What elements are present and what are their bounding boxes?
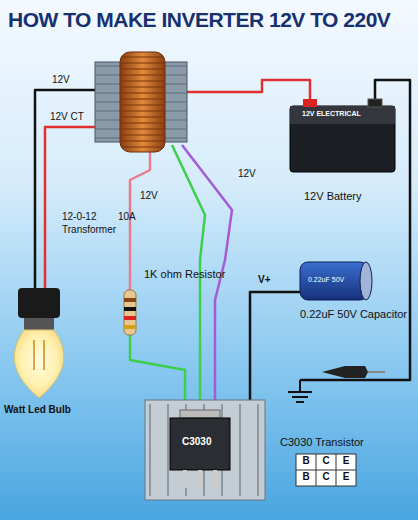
wire xyxy=(35,90,100,290)
battery xyxy=(290,99,395,172)
pin-name: C xyxy=(316,455,336,467)
wire xyxy=(185,80,310,102)
pin-name: C xyxy=(316,471,336,483)
ground-symbol xyxy=(288,380,312,402)
heatsink xyxy=(145,400,265,500)
led-bulb xyxy=(14,288,63,398)
voltage-label: 12V CT xyxy=(50,111,84,123)
resistor-symbol xyxy=(124,290,136,335)
pin-name: E xyxy=(336,471,356,483)
voltage-label: 12V xyxy=(140,190,158,202)
part-name: 0.22uF 50V Capacitor xyxy=(300,308,408,321)
capacitor-marking: 0.22uF 50V xyxy=(308,276,344,284)
part-name: 12V Battery xyxy=(304,190,361,203)
pin-name: E xyxy=(336,455,356,467)
transformer-spec: 12-0-12 xyxy=(62,211,96,223)
voltage-label: 12V xyxy=(52,74,70,86)
transistor-marking: C3030 xyxy=(182,436,211,448)
pin-table xyxy=(296,454,356,486)
part-name: C3030 Transistor xyxy=(280,436,364,449)
pin-name: B xyxy=(296,455,316,467)
capacitor-symbol xyxy=(300,262,372,300)
wire xyxy=(45,127,100,290)
pin-name: B xyxy=(296,471,316,483)
part-name: Transformer xyxy=(62,224,116,236)
battery-marking: 12V ELECTRICAL xyxy=(302,110,361,118)
voltage-label: 12V xyxy=(238,168,256,180)
pin-name: V+ xyxy=(258,274,271,286)
transformer xyxy=(95,52,187,152)
part-name: 1K ohm Resistor xyxy=(144,268,225,281)
probe xyxy=(322,366,385,378)
transistor xyxy=(170,410,230,488)
part-name: Watt Led Bulb xyxy=(4,404,71,416)
title: HOW TO MAKE INVERTER 12V TO 220V xyxy=(8,8,390,32)
transformer-spec: 10A xyxy=(118,211,136,223)
